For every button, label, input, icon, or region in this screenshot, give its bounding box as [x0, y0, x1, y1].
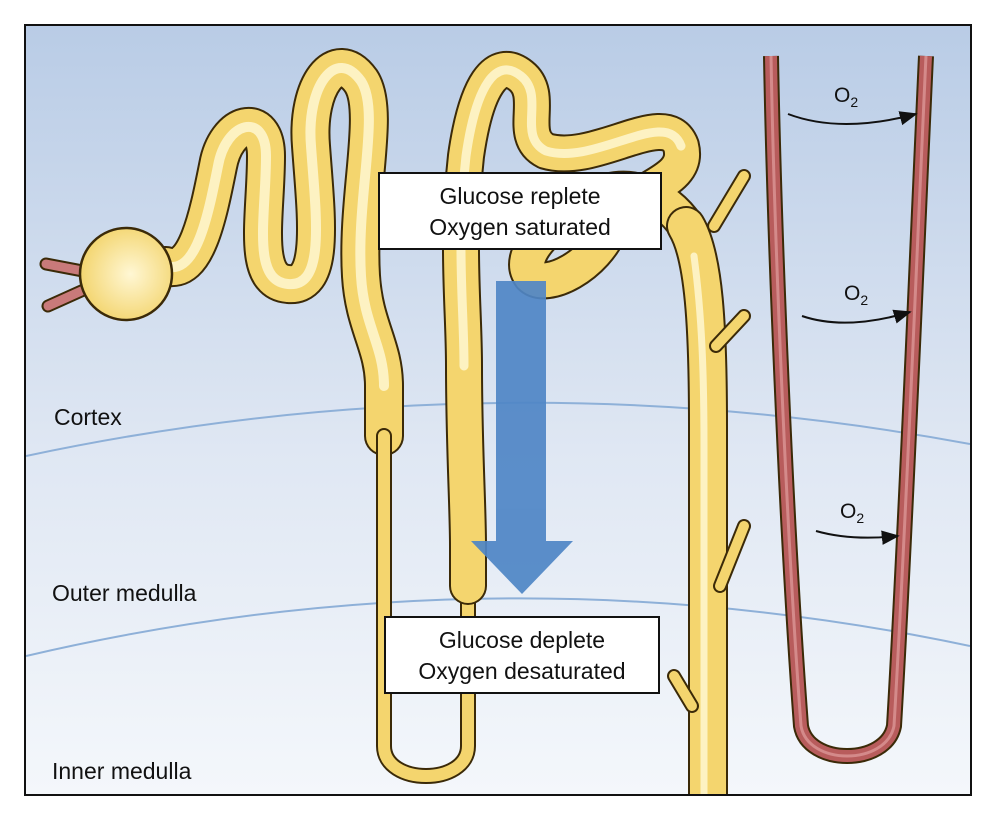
oxygen-arrow-bottom: [815, 530, 900, 545]
zone-label-cortex: Cortex: [54, 404, 122, 430]
glomerulus: [78, 226, 174, 322]
vasa-recta-vessel: [763, 55, 934, 764]
nephron-illustration: [26, 26, 970, 794]
callout-glucose-replete: Glucose replete Oxygen saturated: [378, 172, 662, 250]
diagram-frame: Cortex Outer medulla Inner medulla Gluco…: [24, 24, 972, 796]
zone-label-outer-medulla: Outer medulla: [52, 580, 197, 606]
oxygen-subscript: 2: [860, 292, 869, 308]
oxygen-symbol: O: [844, 282, 861, 305]
oxygen-label-top: O2: [834, 84, 858, 110]
oxygen-arrow-top: [787, 111, 918, 126]
oxygen-symbol: O: [834, 84, 851, 107]
oxygen-symbol: O: [840, 500, 857, 523]
oxygen-subscript: 2: [850, 94, 859, 110]
oxygen-label-middle: O2: [844, 282, 868, 308]
oxygen-subscript: 2: [856, 510, 865, 526]
gradient-arrow: [471, 281, 573, 594]
medulla-boundary-line: [26, 597, 970, 657]
callout-top-line2: Oxygen saturated: [429, 214, 611, 240]
callout-bottom-line1: Glucose deplete: [438, 627, 606, 653]
callout-top-line1: Glucose replete: [439, 183, 601, 209]
zone-label-inner-medulla: Inner medulla: [52, 758, 192, 784]
oxygen-arrow-middle: [801, 309, 912, 324]
oxygen-label-bottom: O2: [840, 500, 864, 526]
callout-bottom-line2: Oxygen desaturated: [418, 658, 626, 684]
callout-glucose-deplete: Glucose deplete Oxygen desaturated: [384, 616, 660, 694]
nephron-tubule: [146, 48, 751, 794]
